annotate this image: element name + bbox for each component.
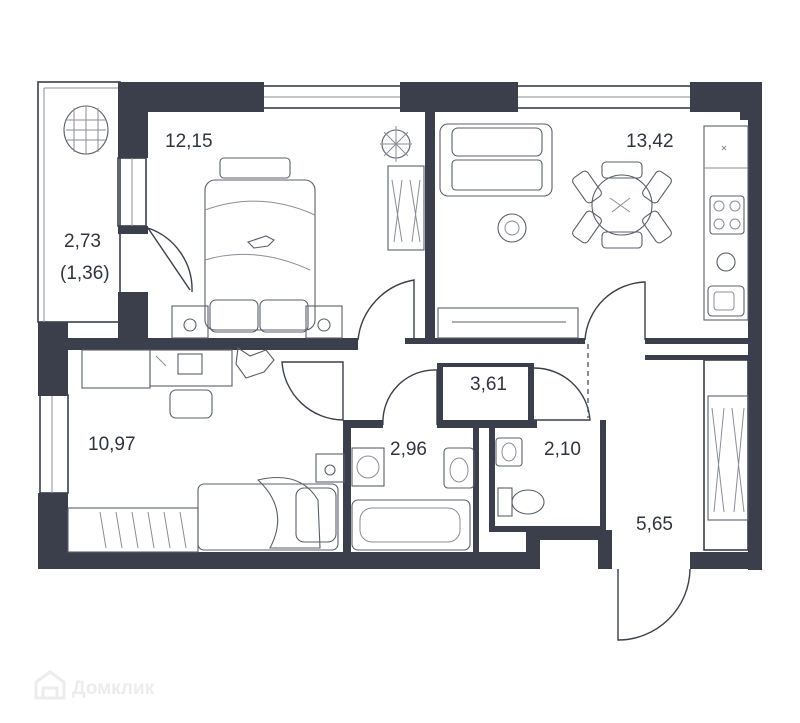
- desk: [149, 349, 233, 419]
- bedroom-top-door: [357, 279, 415, 341]
- area-label-corridor: 3,61: [470, 374, 507, 395]
- doors: [147, 227, 691, 641]
- window-left-bedroom: [39, 394, 69, 494]
- area-label-balcony: 2,73: [64, 231, 101, 252]
- plant-icon: [380, 126, 412, 162]
- tv-stand: [437, 307, 579, 339]
- area-label-living-kitchen: 13,42: [626, 131, 674, 152]
- wardrobe-bottom-bedroom: [67, 507, 199, 553]
- area-label-bedroom-top: 12,15: [165, 131, 213, 152]
- area-label-toilet: 2,10: [544, 439, 581, 460]
- area-label-bedroom-bottom: 10,97: [88, 434, 136, 455]
- bathroom-door: [382, 369, 438, 426]
- area-label-balcony-reduced: (1,36): [60, 263, 110, 284]
- kitchen-unit: [703, 125, 749, 321]
- washing-machine-icon: [351, 447, 385, 487]
- bedroom-bottom-door: [281, 361, 344, 421]
- bathroom-sink-icon: [443, 447, 475, 489]
- area-labels: 12,15 13,42 2,73 (1,36) 10,97 3,61 2,96 …: [60, 131, 674, 535]
- wardrobe-top-bedroom: [387, 165, 425, 251]
- toilet-door: [533, 367, 591, 421]
- hallway-wardrobe-outline: [703, 359, 749, 551]
- sofa: [439, 123, 553, 197]
- nightstand-bottom: [315, 453, 345, 483]
- area-label-bathroom: 2,96: [390, 439, 427, 460]
- shelf-unit: [81, 349, 151, 389]
- living-door: [584, 281, 646, 341]
- kettle-icon: [716, 252, 736, 272]
- domclick-logo-icon: [34, 670, 66, 700]
- laundry-basket-icon: [63, 105, 109, 155]
- nightstand-left: [171, 305, 209, 339]
- bathtub: [351, 499, 471, 551]
- robot-vacuum-icon: [497, 213, 527, 243]
- nightstand-right: [305, 305, 343, 339]
- watermark-brand-text: Домклик: [72, 678, 155, 699]
- single-bed-bottom: [197, 476, 339, 551]
- dining-table: [572, 161, 672, 249]
- balcony-outline: [37, 81, 121, 323]
- walls: [38, 82, 762, 570]
- watermark: Домклик: [34, 670, 155, 700]
- entrance-door: [617, 568, 691, 641]
- cooktop-icon: [709, 195, 745, 235]
- desk-chair: [169, 389, 213, 419]
- balcony-door: [147, 227, 193, 293]
- double-bed-top: [204, 157, 316, 333]
- furniture: [63, 105, 749, 553]
- toilet-sink-icon: [495, 437, 523, 467]
- toilet-icon: [497, 487, 545, 517]
- toy-icon: [235, 347, 275, 379]
- area-label-hallway: 5,65: [636, 514, 673, 535]
- kitchen-sink-icon: [707, 285, 745, 317]
- wardrobe-hallway: [707, 395, 749, 521]
- cat-icon: [246, 235, 275, 249]
